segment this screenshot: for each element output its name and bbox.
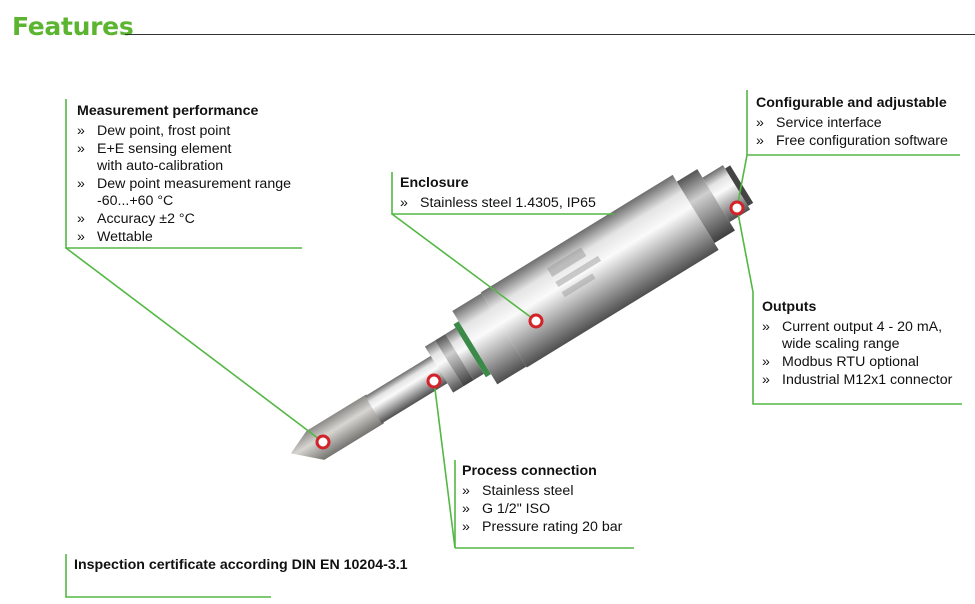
bullet-icon: » [77, 176, 85, 192]
configurable-callout: Configurable and adjustable » Service inte… [756, 95, 948, 151]
enclosure-callout: Enclosure » Stainless steel 1.4305, IP65 [400, 175, 596, 213]
measurement-heading: Measurement performance [77, 103, 259, 119]
bullet-icon: » [77, 123, 85, 139]
measurement-callout: Measurement performance » Dew point, frost… [77, 103, 291, 247]
measurement-item-text: Dew point measurement range [97, 176, 291, 192]
outputs-item-text: Modbus RTU optional [782, 354, 919, 370]
bullet-icon: » [756, 133, 764, 149]
green-seal-ring [453, 321, 492, 378]
outputs-bracket-line [752, 292, 962, 405]
measurement-item-text: Accuracy ±2 °C [97, 211, 195, 227]
inspection-heading: Inspection certificate according DIN EN … [74, 557, 408, 574]
callout-markers [315, 200, 745, 450]
outputs-leader-line [736, 207, 754, 293]
measurement-item: » Accuracy ±2 °C [77, 211, 291, 228]
measurement-leader-line [65, 247, 324, 443]
measurement-item: » Wettable [77, 229, 291, 246]
configurable-item: » Service interface [756, 115, 948, 132]
connector-marker [729, 200, 745, 216]
probe-shaft [364, 353, 452, 424]
process-heading: Process connection [462, 463, 597, 479]
label-text-line [561, 273, 596, 298]
connector-face [725, 165, 754, 207]
enclosure-item: » Stainless steel 1.4305, IP65 [400, 195, 596, 212]
thread-ring-2 [435, 334, 474, 387]
bullet-icon: » [400, 195, 408, 211]
measurement-item-text: E+E sensing element [97, 141, 232, 157]
configurable-item-text: Service interface [776, 115, 882, 131]
enclosure-leader-line [391, 213, 537, 322]
measurement-item-text: -60...+60 °C [97, 193, 174, 209]
bullet-icon: » [462, 501, 470, 517]
enclosure-item-text: Stainless steel 1.4305, IP65 [420, 195, 596, 211]
outputs-callout: Outputs » Current output 4 - 20 mA,wide sc… [762, 299, 952, 390]
outputs-item-text: wide scaling range [782, 336, 900, 352]
thread-ring-3 [445, 327, 484, 381]
enclosure-marker [528, 313, 544, 329]
process-item-text: Pressure rating 20 bar [482, 519, 623, 535]
outputs-item-text: Industrial M12x1 connector [782, 372, 953, 388]
bullet-icon: » [762, 372, 770, 388]
process-item-text: Stainless steel [482, 483, 574, 499]
connector-collar [676, 169, 735, 244]
configurable-item-text: Free configuration software [776, 133, 948, 149]
outputs-item-text: Current output 4 - 20 mA, [782, 319, 943, 335]
label-text-line [555, 255, 602, 288]
measurement-item: » Dew point measurement range-60...+60 °C [77, 176, 291, 210]
title-rule [125, 34, 975, 35]
outputs-item: » Current output 4 - 20 mA,wide scaling r… [762, 319, 952, 353]
configurable-heading: Configurable and adjustable [756, 95, 947, 111]
callout-leader-lines [65, 90, 962, 598]
bullet-icon: » [77, 229, 85, 245]
process-leader-line [433, 380, 456, 549]
process-callout: Process connection » Stainless steel » G 1/2… [462, 463, 622, 537]
measurement-marker [315, 434, 331, 450]
configurable-item: » Free configuration software [756, 133, 948, 150]
outputs-heading: Outputs [762, 299, 817, 315]
process-item: » G 1/2" ISO [462, 501, 622, 518]
inspection-bracket-line [65, 554, 271, 598]
bullet-icon: » [762, 354, 770, 370]
process-marker [426, 373, 442, 389]
process-item: » Pressure rating 20 bar [462, 519, 622, 536]
label-text-line [546, 247, 587, 277]
bullet-icon: » [762, 319, 770, 335]
outputs-item: » Industrial M12x1 connector [762, 372, 952, 389]
measurement-item-text: Wettable [97, 229, 153, 245]
process-item: » Stainless steel [462, 483, 622, 500]
bullet-icon: » [77, 211, 85, 227]
configurable-leader-line [736, 154, 748, 209]
measurement-item-text: with auto-calibration [97, 158, 224, 174]
bullet-icon: » [77, 141, 85, 157]
bullet-icon: » [756, 115, 764, 131]
thread-ring-1 [424, 340, 464, 393]
measurement-item: » Dew point, frost point [77, 123, 291, 140]
page-title: Features [12, 12, 134, 41]
inspection-heading-line: according DIN EN 10204-3.1 [219, 557, 408, 573]
process-item-text: G 1/2" ISO [482, 501, 551, 517]
inspection-heading-line: Inspection certificate [74, 557, 216, 573]
measurement-item-text: Dew point, frost point [97, 123, 231, 139]
enclosure-heading: Enclosure [400, 175, 469, 191]
bullet-icon: » [462, 519, 470, 535]
sensor-filter-cap [290, 394, 384, 460]
bullet-icon: » [462, 483, 470, 499]
inspection-callout: Inspection certificate according DIN EN … [74, 557, 408, 574]
hex-nut [452, 293, 527, 385]
outputs-item: » Modbus RTU optional [762, 354, 952, 371]
